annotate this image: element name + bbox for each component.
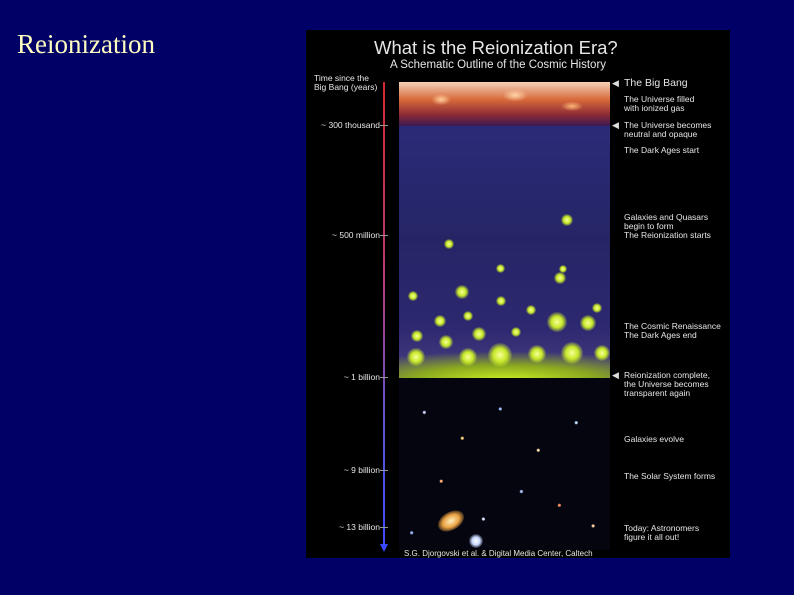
- first-light-source: [528, 345, 546, 363]
- cosmic-history-panel: [399, 82, 610, 550]
- first-light-source: [444, 239, 454, 249]
- event-label-line: The Cosmic Renaissance: [624, 321, 721, 331]
- bright-foreground-star: [469, 534, 483, 548]
- figure-subtitle: A Schematic Outline of the Cosmic Histor…: [390, 59, 607, 71]
- event-label-line: The Dark Ages start: [624, 145, 700, 155]
- axis-title-line: Big Bang (years): [314, 82, 378, 92]
- axis-title-line: Time since the: [314, 73, 369, 83]
- first-light-source: [561, 214, 573, 226]
- first-light-source: [411, 330, 423, 342]
- first-light-source: [496, 296, 506, 306]
- time-label-500-million: ~ 500 million: [332, 230, 380, 240]
- first-light-source: [547, 312, 567, 332]
- first-light-source: [526, 305, 536, 315]
- event-label-ionized-gas: The Universe filled with ionized gas: [624, 95, 694, 113]
- event-label-line: begin to form: [624, 221, 674, 231]
- dark-ages-zone: [399, 126, 610, 378]
- event-arrow: ◀: [612, 120, 619, 130]
- event-label-neutral-opaque: The Universe becomes neutral and opaque: [624, 121, 711, 139]
- timeline-arrow: [383, 82, 385, 548]
- event-label-line: Reionization complete,: [624, 370, 710, 380]
- event-label-line: The Reionization starts: [624, 230, 711, 240]
- event-label-line: The Big Bang: [624, 77, 688, 89]
- first-light-source: [407, 348, 425, 366]
- first-light-source: [434, 315, 446, 327]
- first-light-source: [439, 335, 453, 349]
- event-label-line: The Universe becomes: [624, 120, 712, 130]
- ionized-gas-zone: [399, 82, 610, 126]
- first-light-source: [463, 311, 473, 321]
- event-label-dark-ages-start: The Dark Ages start: [624, 146, 699, 155]
- time-tick: [380, 377, 388, 378]
- time-tick: [380, 235, 388, 236]
- time-tick: [380, 527, 388, 528]
- event-label-galaxies-evolve: Galaxies evolve: [624, 435, 684, 444]
- slide-title: Reionization: [17, 29, 155, 59]
- time-tick: [380, 125, 388, 126]
- first-light-source: [561, 342, 583, 364]
- first-light-source: [496, 264, 505, 273]
- event-label-line: Today: Astronomers: [624, 523, 700, 533]
- time-label-300-thousand: ~ 300 thousand: [321, 120, 380, 130]
- first-light-source: [455, 285, 469, 299]
- time-tick: [380, 470, 388, 471]
- event-label-today: Today: Astronomers figure it all out!: [624, 524, 699, 542]
- event-label-line: The Universe filled: [624, 94, 695, 104]
- first-light-source: [594, 345, 610, 361]
- event-label-line: the Universe becomes: [624, 379, 709, 389]
- event-label-line: transparent again: [624, 388, 691, 398]
- axis-title: Time since the Big Bang (years): [314, 74, 384, 92]
- time-label-1-billion: ~ 1 billion: [343, 372, 380, 382]
- first-light-source: [559, 265, 567, 273]
- first-light-source: [488, 343, 512, 367]
- event-label-line: Galaxies and Quasars: [624, 212, 709, 222]
- first-light-source: [580, 315, 596, 331]
- timeline-arrowhead: [380, 544, 388, 552]
- first-light-source: [472, 327, 486, 341]
- first-light-source: [459, 348, 477, 366]
- event-label-line: The Solar System forms: [624, 471, 716, 481]
- starfield: [399, 378, 610, 550]
- event-label-line: The Dark Ages end: [624, 330, 697, 340]
- event-arrow: ◀: [612, 370, 619, 380]
- event-label-line: Galaxies evolve: [624, 434, 685, 444]
- event-label-line: figure it all out!: [624, 532, 680, 542]
- cosmic-history-figure: What is the Reionization Era? A Schemati…: [306, 30, 730, 558]
- time-label-13-billion: ~ 13 billion: [339, 522, 380, 532]
- first-light-source: [408, 291, 418, 301]
- first-light-source: [554, 272, 566, 284]
- figure-credit: S.G. Djorgovski et al. & Digital Media C…: [404, 549, 593, 558]
- event-label-solar-system: The Solar System forms: [624, 472, 715, 481]
- event-label-cosmic-renaissance: The Cosmic Renaissance The Dark Ages end: [624, 322, 721, 340]
- event-label-big-bang: The Big Bang: [624, 77, 688, 89]
- time-label-9-billion: ~ 9 billion: [343, 465, 380, 475]
- event-label-galaxies-quasars: Galaxies and Quasars begin to form The R…: [624, 213, 711, 240]
- figure-title: What is the Reionization Era?: [374, 37, 618, 58]
- first-light-source: [592, 303, 602, 313]
- event-label-line: with ionized gas: [624, 103, 685, 113]
- event-arrow: ◀: [612, 78, 619, 88]
- event-label-line: neutral and opaque: [624, 129, 698, 139]
- first-light-source: [511, 327, 521, 337]
- event-label-reionization-complete: Reionization complete, the Universe beco…: [624, 371, 710, 398]
